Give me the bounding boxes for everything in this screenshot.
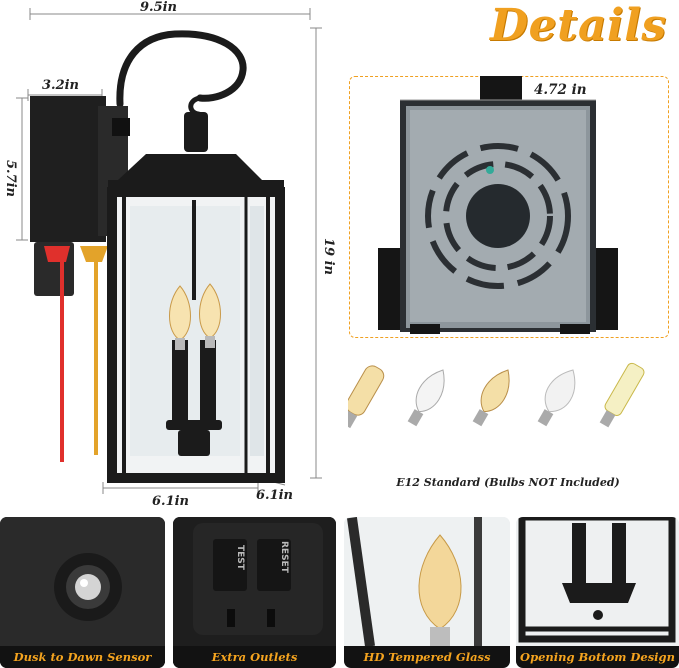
feature-panel-bottom: Opening Bottom Design [516, 517, 679, 668]
reset-button-label: RESET [279, 541, 289, 573]
lantern-bottom-icon [516, 517, 679, 668]
lamp-illustration [16, 8, 322, 494]
glass-bulb-icon [344, 517, 510, 668]
bulbs-illustration [348, 362, 645, 429]
feature-label-outlets: Extra Outlets [173, 646, 336, 668]
feature-panel-glass: HD Tempered Glass [344, 517, 510, 668]
outlet-icon [173, 517, 336, 668]
mount-width-label: 4.72 in [534, 82, 587, 98]
test-button-label: TEST [235, 545, 245, 570]
box-width-label: 3.2in [42, 78, 80, 93]
total-height-label: 19 in [321, 238, 336, 276]
feature-panel-outlets: TEST RESET Extra Outlets [173, 517, 336, 668]
feature-label-bottom: Opening Bottom Design [516, 646, 679, 668]
feature-label-sensor: Dusk to Dawn Sensor [0, 646, 165, 668]
feature-label-glass: HD Tempered Glass [344, 646, 510, 668]
bulbs-caption: E12 Standard (Bulbs NOT Included) [396, 476, 620, 489]
sensor-icon [0, 517, 165, 668]
base-width-label: 6.1in [152, 494, 190, 509]
mount-plate-illustration [378, 76, 618, 334]
box-height-label: 5.7in [3, 160, 18, 198]
feature-panel-sensor: Dusk to Dawn Sensor [0, 517, 165, 668]
width-top-label: 9.5in [140, 0, 178, 15]
base-depth-label: 6.1in [256, 488, 294, 503]
page-title: Details [490, 0, 667, 51]
